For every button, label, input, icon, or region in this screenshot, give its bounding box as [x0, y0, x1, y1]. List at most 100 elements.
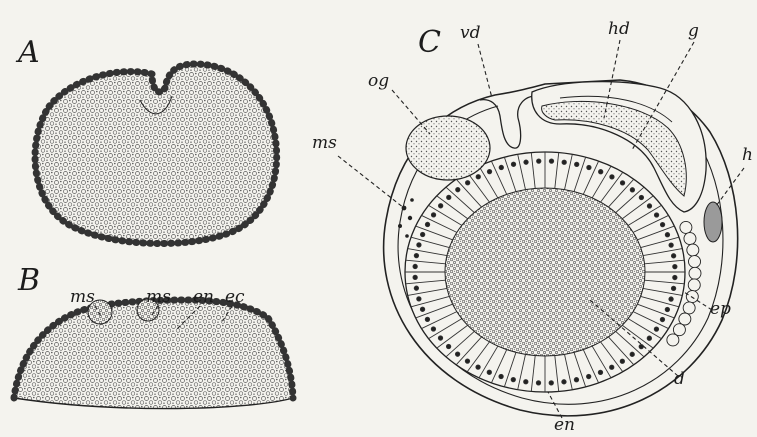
endoderm-nucleus [647, 336, 651, 340]
endoderm-nucleus [456, 187, 460, 191]
endoderm-nucleus [654, 327, 658, 331]
endoderm-nucleus [639, 195, 643, 199]
epithelium-cell [683, 302, 695, 314]
endoderm-nucleus [511, 377, 515, 381]
endoderm-nucleus [671, 286, 675, 290]
panel-c-label-en: en [554, 415, 575, 435]
panel-c-yolk-mass [445, 188, 645, 356]
endoderm-nucleus [610, 175, 614, 179]
endoderm-nucleus [598, 170, 602, 174]
epithelium-cell [689, 256, 701, 268]
endoderm-nucleus [414, 253, 418, 257]
panel-c-label-og: og [368, 71, 389, 91]
epithelium-cell [673, 324, 685, 336]
panel-c-h [704, 202, 722, 242]
epithelium-cell [684, 233, 696, 245]
panel-b-label-ms-right: ms [146, 287, 171, 307]
endoderm-nucleus [417, 297, 421, 301]
epithelium-cell [680, 221, 692, 233]
endoderm-nucleus [620, 181, 624, 185]
panel-b-label-en: en [193, 287, 214, 307]
endoderm-nucleus [671, 254, 675, 258]
endoderm-nucleus [447, 195, 451, 199]
endoderm-nucleus [665, 233, 669, 237]
panel-a-label: A [15, 35, 40, 70]
endoderm-nucleus [665, 307, 669, 311]
endoderm-nucleus [438, 336, 442, 340]
epithelium-cell [687, 244, 699, 256]
endoderm-nucleus [562, 160, 566, 164]
panel-a: A [15, 35, 277, 243]
endoderm-nucleus [413, 275, 417, 279]
panel-b-label: B [17, 263, 40, 298]
epithelium-cell [688, 279, 700, 291]
endoderm-nucleus [673, 275, 677, 279]
endoderm-nucleus [465, 181, 469, 185]
endoderm-nucleus [524, 160, 528, 164]
endoderm-nucleus [586, 374, 590, 378]
panel-c-og [406, 116, 490, 180]
leader-c-og [392, 90, 430, 134]
endoderm-nucleus [420, 307, 424, 311]
endoderm-nucleus [446, 344, 450, 348]
endoderm-nucleus [654, 213, 658, 217]
panel-c-label-ep: ep [710, 299, 731, 319]
panel-b-label-ms-left: ms [70, 287, 95, 307]
endoderm-nucleus [673, 264, 677, 268]
panel-c-label-g: g [688, 21, 699, 41]
endoderm-nucleus [574, 377, 578, 381]
endoderm-nucleus [499, 374, 503, 378]
panel-c-label-d: d [674, 369, 685, 389]
panel-c: C vd hd g og ms h ep d en [312, 19, 753, 435]
endoderm-nucleus [476, 365, 480, 369]
endoderm-nucleus [575, 162, 579, 166]
endoderm-nucleus [610, 365, 614, 369]
endoderm-nucleus [660, 317, 664, 321]
endoderm-nucleus [487, 370, 491, 374]
endoderm-nucleus [511, 162, 515, 166]
endoderm-nucleus [413, 264, 417, 268]
endoderm-nucleus [537, 159, 541, 163]
endoderm-nucleus [549, 381, 553, 385]
endoderm-nucleus [630, 352, 634, 356]
endoderm-nucleus [647, 204, 651, 208]
panel-b: B ms ms en ec [14, 263, 293, 409]
endoderm-nucleus [465, 359, 469, 363]
endoderm-nucleus [455, 352, 459, 356]
endoderm-nucleus [431, 327, 435, 331]
leader-c-ms [338, 156, 404, 208]
endoderm-nucleus [669, 297, 673, 301]
endoderm-nucleus [587, 165, 591, 169]
endoderm-nucleus [620, 359, 624, 363]
endoderm-nucleus [425, 317, 429, 321]
endoderm-nucleus [660, 222, 664, 226]
endoderm-nucleus [499, 165, 503, 169]
endoderm-nucleus [420, 232, 424, 236]
panel-c-label: C [418, 25, 441, 60]
panel-c-label-hd: hd [608, 19, 630, 39]
endoderm-nucleus [536, 381, 540, 385]
endoderm-nucleus [524, 380, 528, 384]
leader-c-vd [478, 44, 492, 98]
endoderm-nucleus [487, 169, 491, 173]
epithelium-cell [686, 291, 698, 303]
epithelium-cell [689, 267, 701, 279]
panel-b-label-ec: ec [225, 287, 245, 307]
endoderm-nucleus [431, 213, 435, 217]
endoderm-nucleus [476, 175, 480, 179]
epithelium-cell [679, 313, 691, 325]
endoderm-nucleus [669, 243, 673, 247]
endoderm-nucleus [438, 204, 442, 208]
endoderm-nucleus [549, 159, 553, 163]
endoderm-nucleus [598, 370, 602, 374]
endoderm-nucleus [639, 344, 643, 348]
endoderm-nucleus [562, 380, 566, 384]
panel-c-label-vd: vd [460, 23, 481, 43]
endoderm-nucleus [425, 222, 429, 226]
epithelium-cell [667, 334, 679, 346]
endoderm-nucleus [630, 188, 634, 192]
endoderm-nucleus [414, 286, 418, 290]
endoderm-nucleus [417, 243, 421, 247]
